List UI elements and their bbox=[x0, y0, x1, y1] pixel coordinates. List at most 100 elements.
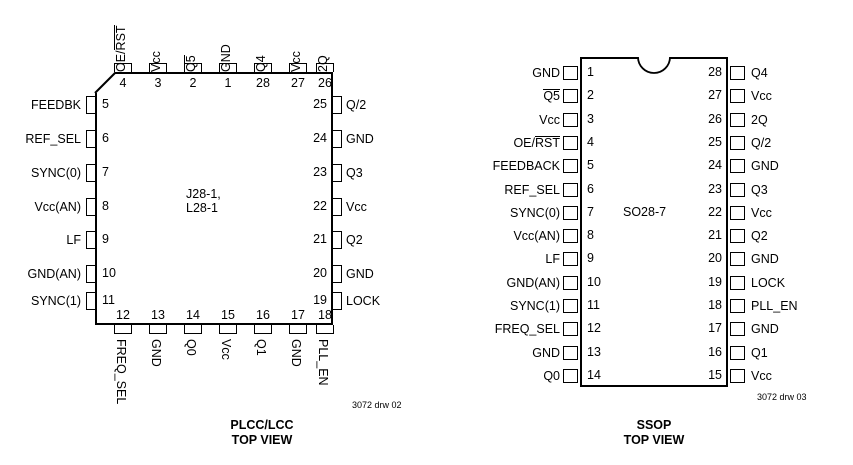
ssop-pin-label-text-7: SYNC(0) bbox=[509, 205, 560, 220]
plcc-pin-pad-4 bbox=[114, 63, 132, 72]
plcc-pin-number-17: 17 bbox=[291, 308, 305, 322]
plcc-pin-number-20: 20 bbox=[313, 266, 327, 280]
plcc-pin-label-5: FEEDBK bbox=[0, 98, 81, 112]
ssop-pin-pad-23 bbox=[730, 182, 745, 197]
ssop-pin-label-text-22: Vcc bbox=[751, 205, 772, 220]
plcc-pin-pad-10 bbox=[86, 265, 95, 283]
plcc-pin-pad-12 bbox=[114, 325, 132, 334]
plcc-pin-pad-25 bbox=[333, 96, 342, 114]
plcc-pin-label-text-17: GND bbox=[289, 339, 303, 367]
ssop-part-number-label: SO28-7 bbox=[623, 205, 667, 219]
ssop-pin-label-28: Q4 bbox=[751, 66, 768, 80]
ssop-pin-label-text-18: PLL_EN bbox=[751, 299, 798, 313]
plcc-pin-number-25: 25 bbox=[313, 97, 327, 111]
plcc-pin-number-2: 2 bbox=[189, 76, 197, 90]
ssop-caption: SSOP TOP VIEW bbox=[623, 418, 685, 447]
ssop-pin-label-text-5: FEEDBACK bbox=[492, 159, 560, 174]
plcc-pin-label-text-24: GND bbox=[346, 132, 374, 146]
plcc-pin-pad-17 bbox=[289, 325, 307, 334]
ssop-pin-pad-11 bbox=[563, 299, 578, 313]
plcc-pin-label-19: LOCK bbox=[346, 294, 380, 308]
ssop-pin-number-16: 16 bbox=[708, 344, 722, 359]
plcc-pin-label-text-7: SYNC(0) bbox=[30, 166, 81, 180]
ssop-pin-label-6: REF_SEL bbox=[440, 183, 560, 197]
ssop-pin-label-13: GND bbox=[440, 346, 560, 360]
ssop-pin-pad-5 bbox=[563, 159, 578, 174]
plcc-chamfer-mask bbox=[93, 70, 115, 93]
plcc-pin-pad-15 bbox=[219, 325, 237, 334]
ssop-pin-number-7: 7 bbox=[587, 204, 594, 219]
ssop-pin-label-text-28: Q4 bbox=[751, 66, 768, 80]
plcc-pin-pad-14 bbox=[184, 325, 202, 334]
ssop-notch-icon bbox=[637, 56, 671, 74]
ssop-pin-number-20: 20 bbox=[708, 251, 722, 266]
plcc-pin-number-5: 5 bbox=[102, 97, 109, 111]
ssop-pin-number-17: 17 bbox=[708, 321, 722, 336]
ssop-pin-pad-4 bbox=[563, 135, 578, 150]
ssop-pin-pad-21 bbox=[730, 229, 745, 244]
ssop-pin-pad-16 bbox=[730, 345, 745, 360]
ssop-pin-number-19: 19 bbox=[708, 274, 722, 289]
plcc-pin-number-10: 10 bbox=[102, 266, 116, 280]
plcc-pin-pad-28 bbox=[254, 63, 272, 72]
plcc-package-body bbox=[95, 72, 333, 325]
plcc-pin-label-text-15: Vcc bbox=[219, 339, 233, 360]
ssop-pin-label-text-3: Vcc bbox=[539, 112, 560, 127]
ssop-pin-label-text-20: GND bbox=[751, 252, 779, 267]
ssop-pin-pad-22 bbox=[730, 205, 745, 220]
ssop-pin-number-9: 9 bbox=[587, 251, 594, 266]
ssop-pin-pad-12 bbox=[563, 322, 578, 337]
plcc-pin-label-4: OE/RST bbox=[114, 25, 128, 72]
plcc-pin-number-21: 21 bbox=[313, 232, 327, 246]
ssop-pin-number-26: 26 bbox=[708, 111, 722, 126]
ssop-pin-label-11: SYNC(1) bbox=[440, 299, 560, 313]
ssop-pin-label-8: Vcc(AN) bbox=[440, 229, 560, 243]
plcc-pin-number-26: 26 bbox=[318, 76, 332, 90]
plcc-pin-label-text-10: GND(AN) bbox=[27, 267, 81, 281]
ssop-pin-number-23: 23 bbox=[708, 181, 722, 196]
ssop-pin-pad-3 bbox=[563, 112, 578, 127]
ssop-pin-number-8: 8 bbox=[587, 228, 594, 243]
plcc-pin-pad-1 bbox=[219, 63, 237, 72]
plcc-pin-pad-5 bbox=[86, 96, 95, 114]
ssop-pin-label-text-9: LF bbox=[545, 252, 560, 267]
plcc-pin-number-8: 8 bbox=[102, 199, 109, 213]
ssop-pin-number-14: 14 bbox=[587, 367, 601, 382]
ssop-pin-number-25: 25 bbox=[708, 134, 722, 149]
ssop-pin-label-text-11: SYNC(1) bbox=[509, 299, 560, 313]
ssop-pin-label-2: Q5 bbox=[440, 89, 560, 103]
plcc-pin-number-12: 12 bbox=[116, 308, 130, 322]
plcc-pin-number-14: 14 bbox=[186, 308, 200, 322]
ssop-pin-label-text-12: FREQ_SEL bbox=[494, 322, 560, 337]
plcc-pin-number-23: 23 bbox=[313, 165, 327, 179]
ssop-pin-label-27: Vcc bbox=[751, 89, 772, 103]
plcc-drawing-number: 3072 drw 02 bbox=[352, 400, 402, 410]
ssop-pin-pad-24 bbox=[730, 159, 745, 174]
ssop-pin-pad-2 bbox=[563, 89, 578, 104]
plcc-pin-label-24: GND bbox=[346, 132, 374, 146]
ssop-pin-number-24: 24 bbox=[708, 158, 722, 173]
ssop-pin-label-24: GND bbox=[751, 159, 779, 173]
ssop-pin-number-10: 10 bbox=[587, 274, 601, 289]
ssop-pin-number-3: 3 bbox=[587, 111, 594, 126]
plcc-pin-label-17: GND bbox=[289, 339, 303, 367]
plcc-pin-label-8: Vcc(AN) bbox=[0, 200, 81, 214]
ssop-pin-number-4: 4 bbox=[587, 134, 594, 149]
ssop-pin-label-18: PLL_EN bbox=[751, 299, 798, 313]
plcc-pin-label-1: GND bbox=[219, 44, 233, 72]
ssop-pin-label-text-6: REF_SEL bbox=[504, 182, 560, 197]
ssop-pin-label-12: FREQ_SEL bbox=[440, 322, 560, 336]
plcc-pin-label-text-6: REF_SEL bbox=[25, 132, 81, 146]
ssop-package-body bbox=[580, 57, 728, 387]
plcc-pin-number-6: 6 bbox=[102, 131, 109, 145]
plcc-pin-label-text-16: Q1 bbox=[254, 339, 268, 356]
plcc-pin-label-text-11: SYNC(1) bbox=[30, 294, 81, 308]
ssop-pin-pad-9 bbox=[563, 252, 578, 267]
plcc-pin-label-text-27: Vcc bbox=[289, 51, 303, 72]
ssop-pin-number-5: 5 bbox=[587, 158, 594, 173]
plcc-pin-label-text-23: Q3 bbox=[346, 166, 363, 180]
plcc-pin-label-text-9: LF bbox=[66, 233, 81, 247]
ssop-pin-label-text-17: GND bbox=[751, 322, 779, 337]
plcc-pin-pad-6 bbox=[86, 130, 95, 148]
ssop-pin-label-25: Q/2 bbox=[751, 136, 771, 150]
